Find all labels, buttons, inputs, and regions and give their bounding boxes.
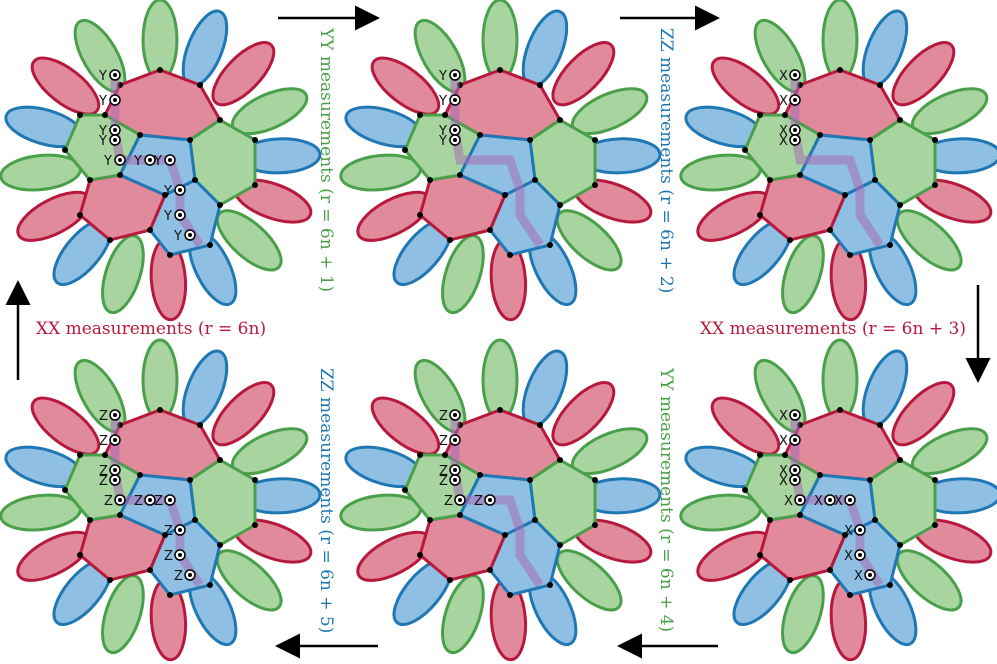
measurement-letter: Z	[439, 409, 448, 424]
measurement-letter: X	[779, 69, 788, 84]
label-yy-6n1: YY measurements (r = 6n + 1)	[316, 28, 336, 293]
measured-qubit-dot	[793, 73, 797, 77]
measurement-letter: X	[834, 494, 843, 509]
measured-qubit-dot	[453, 128, 457, 132]
measured-qubit-dot	[118, 158, 122, 162]
label-xx-6n: XX measurements (r = 6n)	[36, 319, 267, 339]
measurement-letter: Z	[164, 549, 173, 564]
measurement-letter: Y	[163, 209, 172, 224]
measurement-letter: Y	[133, 154, 142, 169]
measurement-letter: Z	[99, 434, 108, 449]
measurement-letter: X	[779, 474, 788, 489]
measurement-letter: Y	[153, 154, 162, 169]
measurement-letter: Z	[439, 474, 448, 489]
measured-qubit-dot	[188, 573, 192, 577]
measured-qubit-dot	[793, 138, 797, 142]
measurement-letter: Z	[164, 524, 173, 539]
measurement-letter: Z	[439, 464, 448, 479]
measurement-letter: X	[779, 464, 788, 479]
measurement-letter: X	[844, 524, 853, 539]
measured-qubit-dot	[148, 498, 152, 502]
label-xx-6n3: XX measurements (r = 6n + 3)	[700, 319, 966, 339]
measurement-letter: Z	[444, 494, 453, 509]
measurement-letter: X	[779, 94, 788, 109]
measured-qubit-dot	[178, 213, 182, 217]
measured-qubit-dot	[793, 413, 797, 417]
measurement-letter: Z	[99, 409, 108, 424]
measured-qubit-dot	[178, 528, 182, 532]
measurement-letter: Y	[438, 134, 447, 149]
measurement-letter: Y	[438, 124, 447, 139]
measured-qubit-dot	[458, 498, 462, 502]
measurement-letter: Y	[98, 94, 107, 109]
measured-qubit-dot	[793, 468, 797, 472]
measured-qubit-dot	[793, 128, 797, 132]
measurement-letter: X	[844, 549, 853, 564]
measured-qubit-dot	[178, 188, 182, 192]
measured-qubit-dot	[168, 158, 172, 162]
measured-qubit-dot	[113, 438, 117, 442]
measured-qubit-dot	[453, 478, 457, 482]
panel-p5	[337, 338, 662, 663]
measurement-letter: X	[784, 494, 793, 509]
measured-qubit-dot	[453, 138, 457, 142]
measured-qubit-dot	[488, 498, 492, 502]
label-yy-6n4: YY measurements (r = 6n + 4)	[656, 368, 676, 633]
measured-qubit-dot	[848, 498, 852, 502]
measured-qubit-dot	[793, 478, 797, 482]
measured-qubit-dot	[453, 438, 457, 442]
measured-qubit-dot	[858, 528, 862, 532]
measurement-letter: X	[854, 569, 863, 584]
measurement-letter: Y	[98, 69, 107, 84]
measured-qubit-dot	[113, 468, 117, 472]
panel-p2	[337, 0, 662, 323]
measured-qubit-dot	[453, 413, 457, 417]
measured-qubit-dot	[453, 98, 457, 102]
measured-qubit-dot	[178, 553, 182, 557]
measurement-letter: X	[779, 134, 788, 149]
measurement-letter: Y	[438, 69, 447, 84]
measured-qubit-dot	[118, 498, 122, 502]
measured-qubit-dot	[113, 413, 117, 417]
measured-qubit-dot	[113, 478, 117, 482]
panel-p3	[677, 0, 997, 323]
measurement-letter: Z	[474, 494, 483, 509]
measured-qubit-dot	[453, 468, 457, 472]
measured-qubit-dot	[113, 128, 117, 132]
label-zz-6n5: ZZ measurements (r = 6n + 5)	[316, 368, 336, 634]
measured-qubit-dot	[828, 498, 832, 502]
measurement-letter: Y	[438, 94, 447, 109]
measurement-letter: Z	[154, 494, 163, 509]
measurement-letter: Z	[99, 464, 108, 479]
measured-qubit-dot	[168, 498, 172, 502]
label-zz-6n2: ZZ measurements (r = 6n + 2)	[656, 28, 676, 294]
measured-qubit-dot	[793, 98, 797, 102]
measured-qubit-dot	[113, 138, 117, 142]
measurement-letter: X	[779, 434, 788, 449]
measurement-letter: Z	[439, 434, 448, 449]
measurement-letter: X	[814, 494, 823, 509]
measurement-letter: Y	[173, 229, 182, 244]
measured-qubit-dot	[453, 73, 457, 77]
measured-qubit-dot	[113, 98, 117, 102]
measured-qubit-dot	[858, 553, 862, 557]
measured-qubit-dot	[798, 498, 802, 502]
measurement-letter: X	[779, 124, 788, 139]
measured-qubit-dot	[868, 573, 872, 577]
measurement-letter: Y	[103, 154, 112, 169]
measured-qubit-dot	[148, 158, 152, 162]
measurement-letter: Y	[98, 134, 107, 149]
measurement-letter: Z	[174, 569, 183, 584]
measurement-letter: Z	[99, 474, 108, 489]
measured-qubit-dot	[793, 438, 797, 442]
measured-qubit-dot	[113, 73, 117, 77]
measurement-letter: Y	[98, 124, 107, 139]
measured-qubit-dot	[188, 233, 192, 237]
measurement-letter: Z	[104, 494, 113, 509]
measurement-letter: X	[779, 409, 788, 424]
measurement-letter: Z	[134, 494, 143, 509]
measurement-letter: Y	[163, 184, 172, 199]
